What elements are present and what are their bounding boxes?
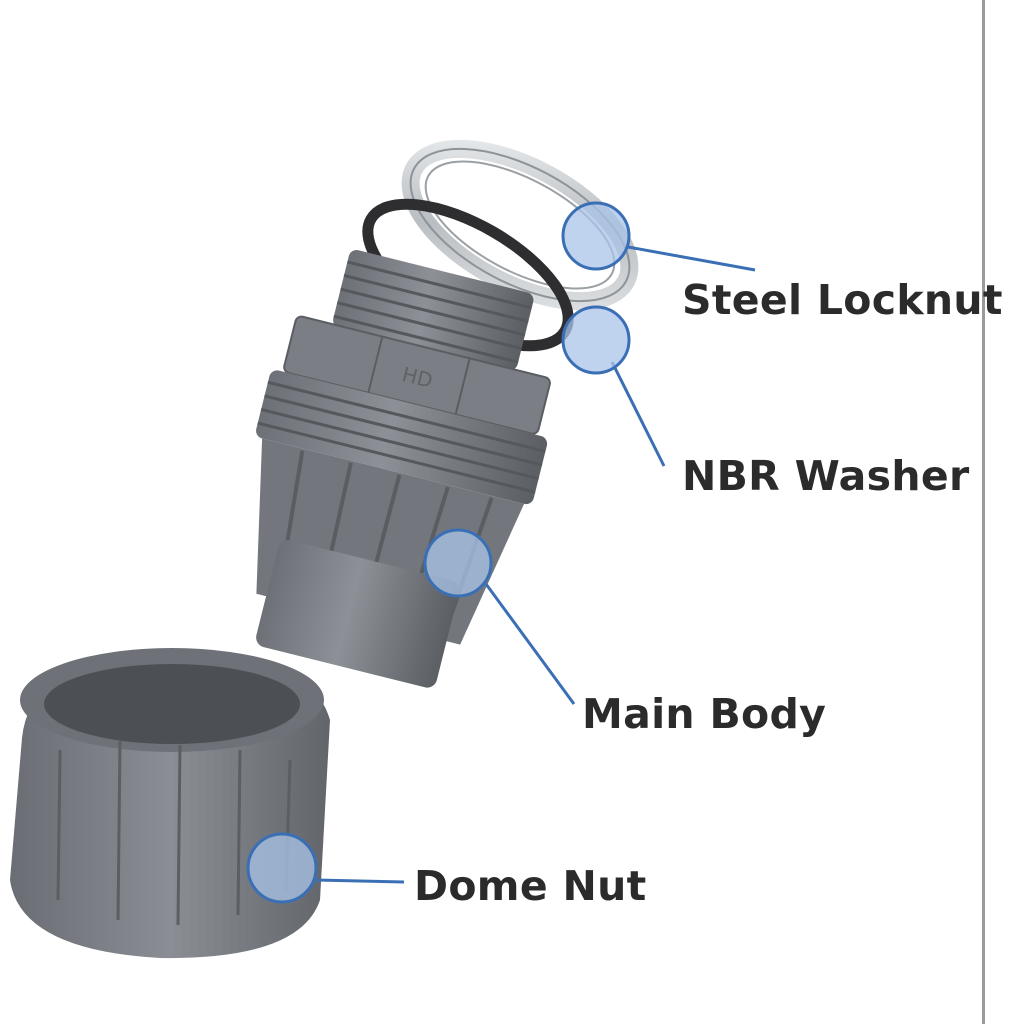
body-marker [425,530,491,596]
locknut-marker [563,203,629,269]
right-edge-line [982,0,985,1024]
dome-nut-label: Dome Nut [414,862,647,910]
main-body-part: HD [205,237,581,702]
dome-nut-part [10,648,330,958]
dome-marker [248,834,316,902]
steel-locknut-label: Steel Locknut [682,276,1003,324]
washer-marker [563,307,629,373]
main-body-label: Main Body [582,690,826,738]
nbr-washer-label: NBR Washer [682,452,969,500]
